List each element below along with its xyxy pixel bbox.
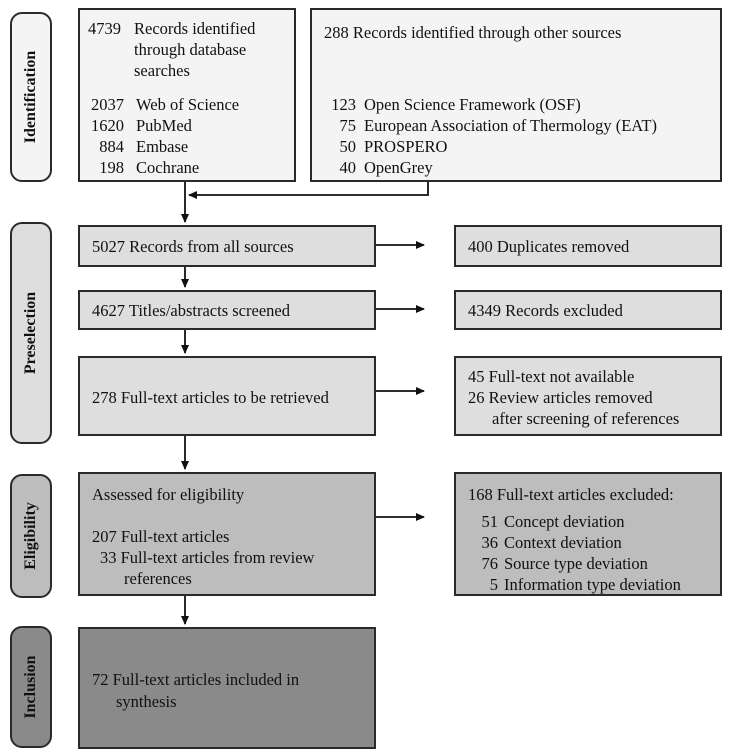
other-source-name: OpenGrey xyxy=(364,158,433,177)
other-source-name: PROSPERO xyxy=(364,137,448,156)
arrow-other-to-all xyxy=(188,182,429,199)
duplicates-box: 400 Duplicates removed xyxy=(454,225,722,267)
screened-box: 4627 Titles/abstracts screened xyxy=(78,290,376,330)
db-source-name: Web of Science xyxy=(136,95,240,114)
phase-inclusion: Inclusion xyxy=(10,626,52,748)
screened-text: 4627 Titles/abstracts screened xyxy=(92,301,290,320)
phase-identification-label: Identification xyxy=(22,50,39,144)
included-box: 72 Full-text articles included in synthe… xyxy=(78,627,376,749)
db-source-num: 198 xyxy=(99,158,124,177)
eligibility-line3: references xyxy=(124,569,192,588)
exclusion-reason-name: Source type deviation xyxy=(504,554,648,573)
other-records-box: 288 Records identified through other sou… xyxy=(310,8,722,182)
phase-eligibility-label: Eligibility xyxy=(22,502,39,570)
included-line2: synthesis xyxy=(116,692,177,711)
db-title-line3: searches xyxy=(134,61,190,80)
db-source-name: Embase xyxy=(136,137,189,156)
other-source-name: Open Science Framework (OSF) xyxy=(364,95,581,114)
not-retrieved-line3: after screening of references xyxy=(492,409,680,428)
eligibility-line1: 207 Full-text articles xyxy=(92,527,230,546)
exclusion-reason-num: 51 xyxy=(481,512,499,531)
other-source-num: 75 xyxy=(339,116,357,135)
exclusion-reason-num: 36 xyxy=(481,533,499,552)
eligibility-title: Assessed for eligibility xyxy=(92,485,245,504)
other-source-num: 123 xyxy=(331,95,356,114)
phase-inclusion-label: Inclusion xyxy=(22,655,39,719)
not-retrieved-line2: 26 Review articles removed xyxy=(468,388,653,407)
exclusion-reason-num: 76 xyxy=(481,554,499,573)
other-source-name: European Association of Thermology (EAT) xyxy=(364,116,657,135)
duplicates-text: 400 Duplicates removed xyxy=(468,237,630,256)
eligibility-box: Assessed for eligibility 207 Full-text a… xyxy=(78,472,376,596)
db-total: 4739 xyxy=(88,19,121,38)
exclusion-reason-name: Concept deviation xyxy=(504,512,625,531)
database-records-box: 4739 Records identified through database… xyxy=(78,8,296,182)
eligibility-line2: 33 Full-text articles from review xyxy=(100,548,315,567)
all-sources-text: 5027 Records from all sources xyxy=(92,237,294,256)
db-source-name: PubMed xyxy=(136,116,192,135)
phase-eligibility: Eligibility xyxy=(10,474,52,598)
all-sources-box: 5027 Records from all sources xyxy=(78,225,376,267)
other-source-num: 50 xyxy=(339,137,357,156)
db-source-num: 884 xyxy=(99,137,124,156)
records-excluded-text: 4349 Records excluded xyxy=(468,301,623,320)
retrieved-box: 278 Full-text articles to be retrieved xyxy=(78,356,376,436)
other-title: 288 Records identified through other sou… xyxy=(324,23,622,42)
other-source-num: 40 xyxy=(339,158,357,177)
retrieved-text: 278 Full-text articles to be retrieved xyxy=(92,388,329,407)
db-source-num: 1620 xyxy=(91,116,124,135)
exclusion-reason-name: Information type deviation xyxy=(504,575,681,594)
exclusion-reason-num: 5 xyxy=(489,575,498,594)
db-title-line1: Records identified xyxy=(134,19,256,38)
phase-identification: Identification xyxy=(10,12,52,182)
not-retrieved-line1: 45 Full-text not available xyxy=(468,367,635,386)
db-source-name: Cochrane xyxy=(136,158,200,177)
db-title-line2: through database xyxy=(134,40,247,59)
exclusion-reason-name: Context deviation xyxy=(504,533,622,552)
included-line1: 72 Full-text articles included in xyxy=(92,670,300,689)
not-retrieved-box: 45 Full-text not available 26 Review art… xyxy=(454,356,722,436)
phase-preselection-label: Preselection xyxy=(22,291,39,375)
db-source-num: 2037 xyxy=(91,95,124,114)
fulltext-excluded-title: 168 Full-text articles excluded: xyxy=(468,485,674,504)
phase-preselection: Preselection xyxy=(10,222,52,444)
fulltext-excluded-box: 168 Full-text articles excluded: 51 Conc… xyxy=(454,472,722,596)
records-excluded-box: 4349 Records excluded xyxy=(454,290,722,330)
